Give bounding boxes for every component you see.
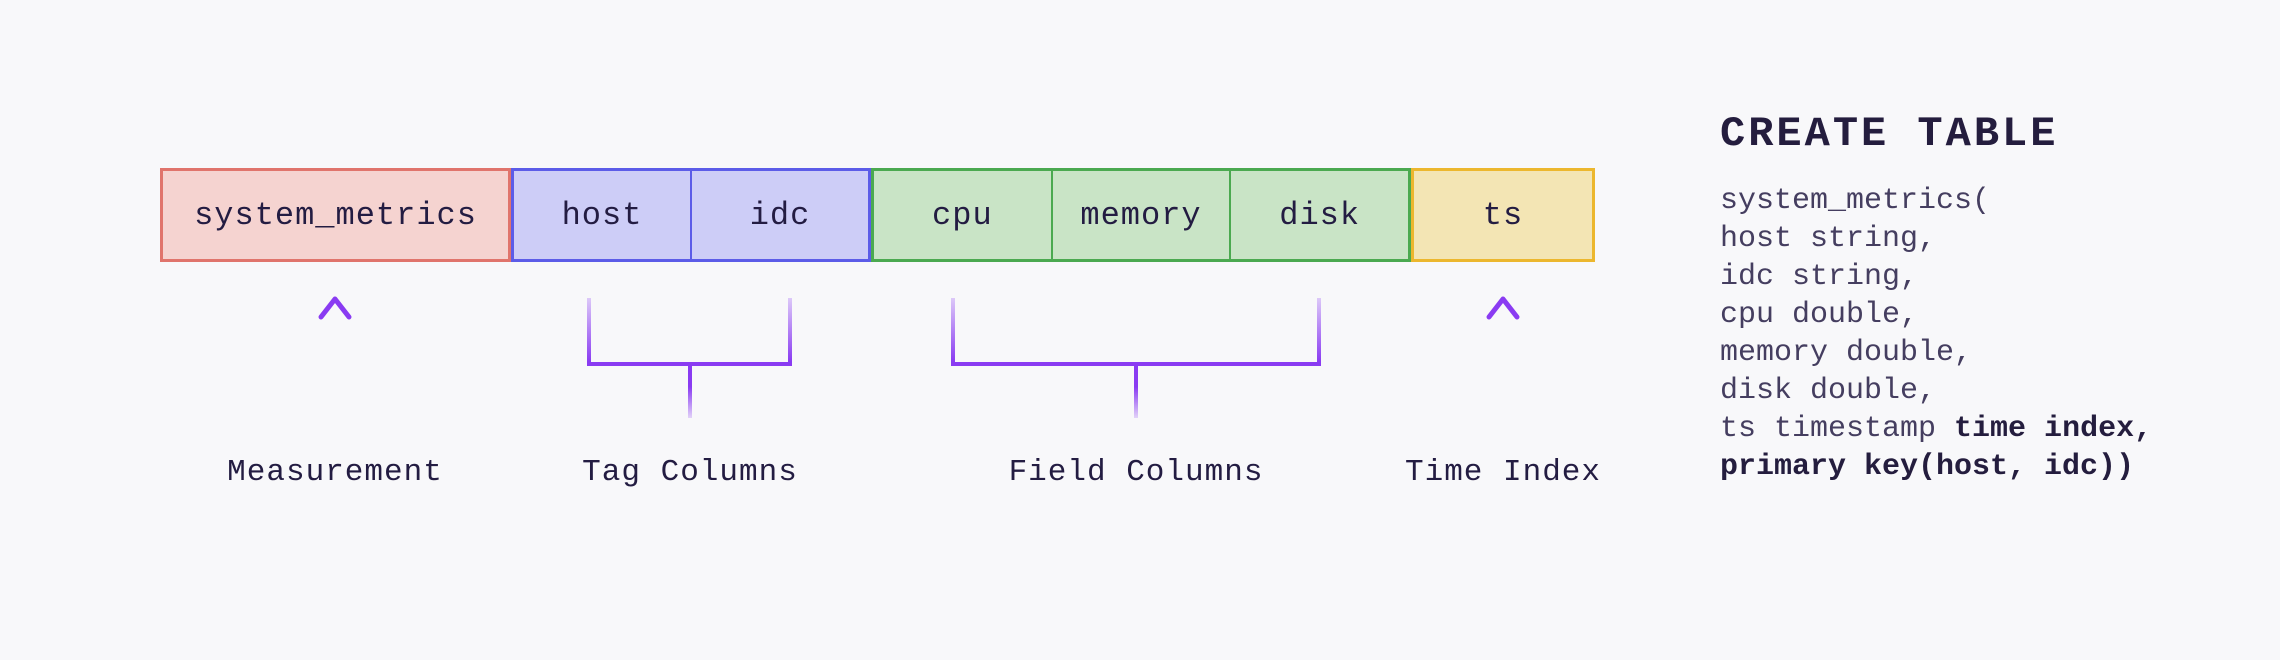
sql-segment: system_metrics( xyxy=(1720,184,1991,218)
tag-columns-group: host idc xyxy=(511,168,871,262)
time-index-box: ts xyxy=(1411,168,1595,262)
field-cell-cpu-label: cpu xyxy=(932,196,993,234)
measurement-box-label: system_metrics xyxy=(194,196,477,234)
tag-cell-host: host xyxy=(514,171,690,259)
field-cell-disk: disk xyxy=(1229,171,1408,259)
bracket-horizontal-line xyxy=(951,362,1321,366)
field-cell-cpu: cpu xyxy=(874,171,1051,259)
field-cell-memory-label: memory xyxy=(1080,196,1202,234)
tag-columns-caption: Tag Columns xyxy=(582,455,798,490)
sql-line: idc string, xyxy=(1720,258,2152,296)
field-columns-group: cpu memory disk xyxy=(871,168,1411,262)
tag-cell-idc-label: idc xyxy=(749,196,811,234)
field-cell-memory: memory xyxy=(1050,171,1230,259)
sql-line: ts timestamp time index, xyxy=(1720,410,2152,448)
bracket-right-line xyxy=(788,298,792,362)
sql-line: host string, xyxy=(1720,220,2152,258)
bracket-horizontal-line xyxy=(587,362,792,366)
sql-line: memory double, xyxy=(1720,334,2152,372)
up-arrow-icon xyxy=(1486,296,1520,412)
tag-cell-idc: idc xyxy=(690,171,868,259)
sql-segment-bold: primary key(host, idc)) xyxy=(1720,450,2135,484)
sql-segment-bold: time index, xyxy=(1954,412,2153,446)
time-index-box-label: ts xyxy=(1482,196,1524,234)
time-index-caption: Time Index xyxy=(1404,455,1602,490)
tag-cell-host-label: host xyxy=(561,196,643,234)
bracket-left-line xyxy=(587,298,591,362)
field-columns-caption: Field Columns xyxy=(1008,455,1264,490)
sql-segment: host string, xyxy=(1720,222,1937,256)
create-table-sql-block: CREATE TABLE system_metrics( host string… xyxy=(1720,112,2152,486)
sql-heading: CREATE TABLE xyxy=(1720,110,2059,158)
sql-segment: cpu double, xyxy=(1720,298,1919,332)
sql-line: primary key(host, idc)) xyxy=(1720,448,2152,486)
bracket-stem-line xyxy=(1134,366,1138,418)
sql-segment: disk double, xyxy=(1720,374,1937,408)
sql-line: disk double, xyxy=(1720,372,2152,410)
sql-segment: ts timestamp xyxy=(1720,412,1955,446)
measurement-caption: Measurement xyxy=(227,455,443,490)
sql-line: cpu double, xyxy=(1720,296,2152,334)
bracket-right-line xyxy=(1317,298,1321,362)
field-columns-bracket-icon xyxy=(951,298,1321,420)
tag-columns-bracket-icon xyxy=(587,298,792,420)
sql-segment: memory double, xyxy=(1720,336,1973,370)
bracket-left-line xyxy=(951,298,955,362)
bracket-stem-line xyxy=(687,366,692,418)
measurement-box: system_metrics xyxy=(160,168,511,262)
field-cell-disk-label: disk xyxy=(1279,196,1361,234)
sql-line: system_metrics( xyxy=(1720,182,2152,220)
up-arrow-icon xyxy=(318,296,352,412)
sql-segment: idc string, xyxy=(1720,260,1919,294)
